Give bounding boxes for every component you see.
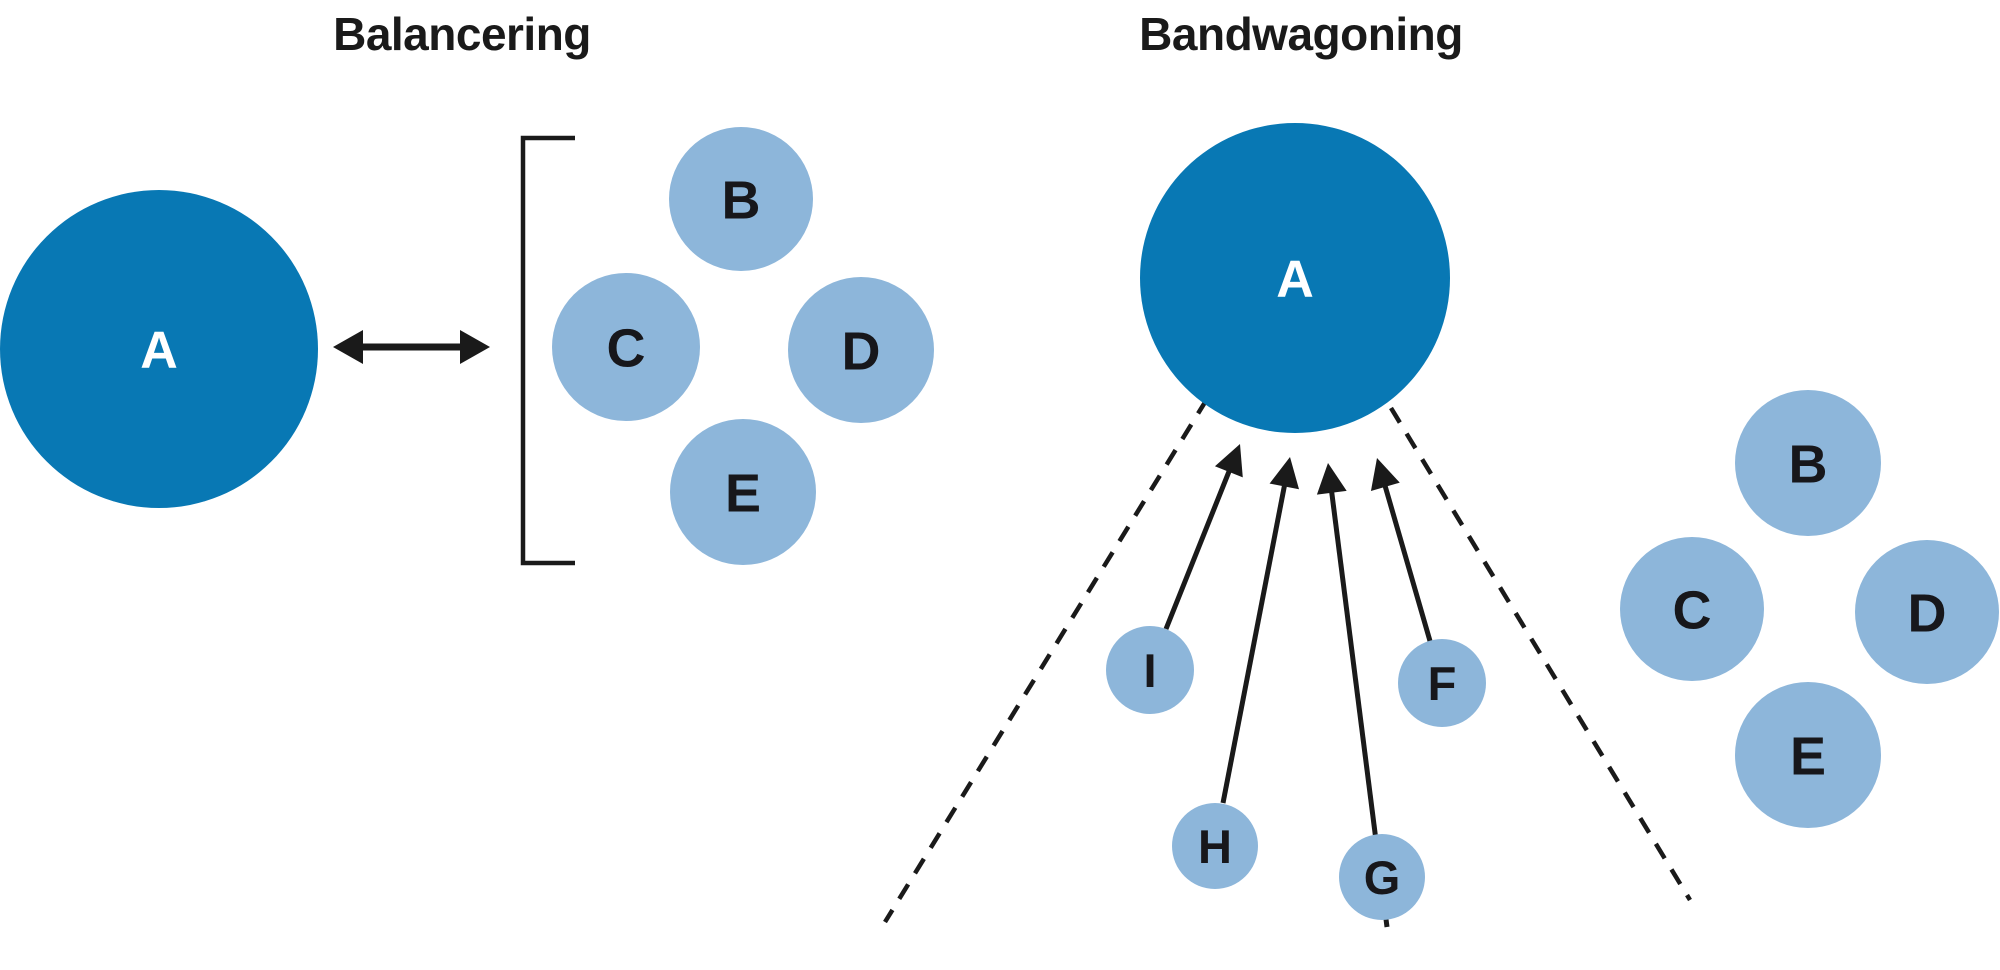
right-other-label-C: C	[1673, 580, 1712, 640]
mutual-arrow-head-left	[333, 330, 363, 364]
cone-dash-right	[1389, 406, 1692, 902]
support-arrow-F-shaft	[1382, 483, 1433, 642]
right-follower-label-F: F	[1428, 657, 1457, 710]
right-follower-label-H: H	[1198, 820, 1232, 873]
right-follower-label-G: G	[1364, 851, 1401, 904]
right-follower-label-I: I	[1143, 644, 1156, 697]
right-follower-circle-F	[1398, 639, 1486, 727]
support-arrow-G-head	[1316, 463, 1347, 495]
left-actor-label-A: A	[140, 322, 178, 380]
right-follower-circle-H	[1172, 803, 1258, 889]
support-arrow-H-head	[1269, 457, 1300, 490]
support-arrow-H-shaft	[1220, 483, 1288, 804]
mutual-arrow-head-right	[460, 330, 490, 364]
left-coalition-circle-D	[788, 277, 934, 423]
support-arrow-I-head	[1214, 444, 1243, 478]
support-arrow-F-head	[1370, 458, 1400, 491]
right-other-circle-E	[1735, 682, 1881, 828]
left-panel-title: Balancering	[333, 8, 591, 60]
left-coalition-circle-C	[552, 273, 700, 421]
right-other-circle-B	[1735, 390, 1881, 536]
right-follower-circle-I	[1106, 626, 1194, 714]
cone-dash-left	[883, 397, 1209, 924]
left-coalition-circle-B	[669, 127, 813, 271]
left-coalition-label-B: B	[722, 170, 761, 230]
left-coalition-label-D: D	[842, 321, 881, 381]
right-actor-circle-A	[1140, 123, 1450, 433]
right-actor-label-A: A	[1276, 251, 1314, 309]
right-other-circle-D	[1855, 540, 1999, 684]
left-actor-circle-A	[0, 190, 318, 508]
left-coalition-circle-E	[670, 419, 816, 565]
right-follower-circle-G	[1339, 834, 1425, 920]
support-arrow-I-shaft	[1163, 468, 1233, 630]
right-other-label-B: B	[1789, 434, 1828, 494]
left-coalition-label-C: C	[607, 318, 646, 378]
right-other-label-E: E	[1790, 726, 1826, 786]
right-panel-title: Bandwagoning	[1139, 8, 1463, 60]
right-other-label-D: D	[1908, 583, 1947, 643]
right-other-circle-C	[1620, 537, 1764, 681]
left-coalition-label-E: E	[725, 463, 761, 523]
coalition-bracket	[520, 135, 575, 566]
